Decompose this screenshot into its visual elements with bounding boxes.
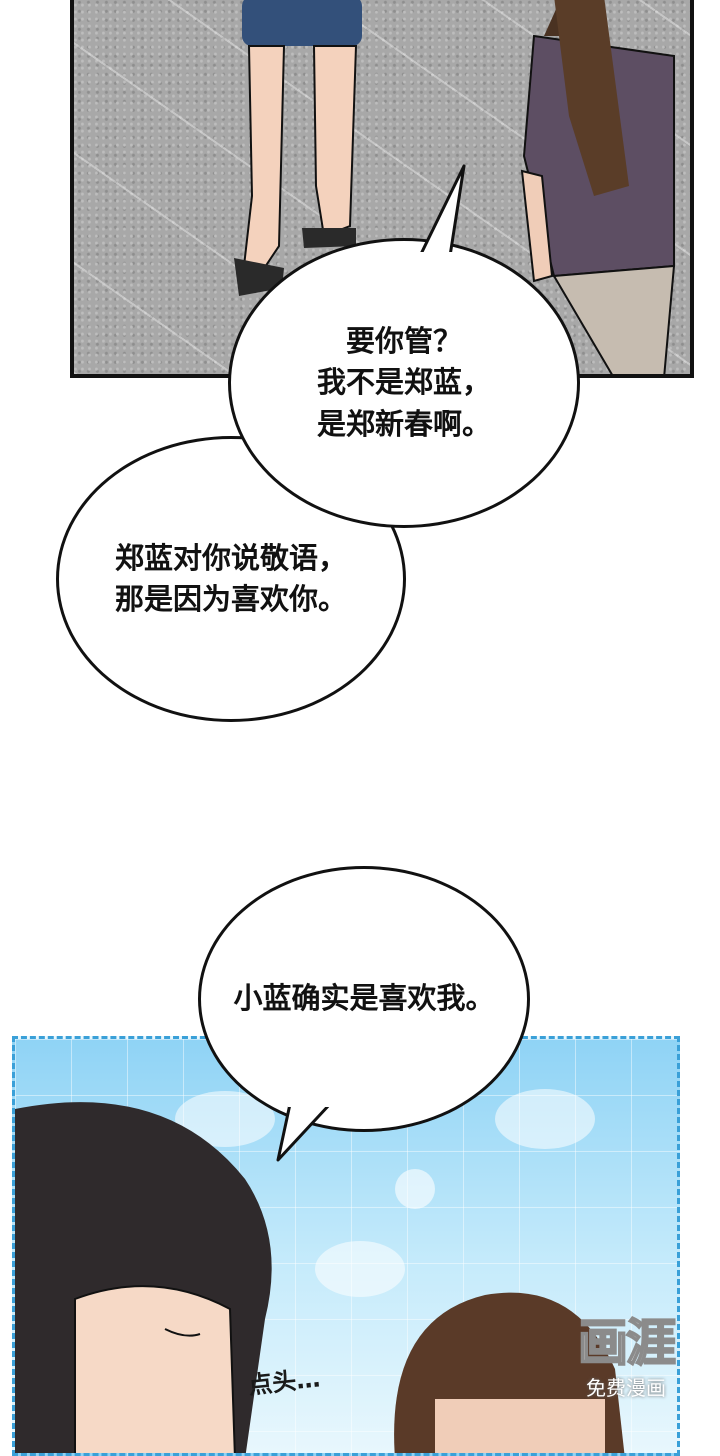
watermark: 画涯 免费漫画 (562, 1314, 690, 1401)
closed-eye (164, 1328, 201, 1337)
long-hair (554, 0, 629, 196)
right-character-face (435, 1399, 605, 1453)
doodle-puppy-1 (175, 1091, 275, 1147)
watermark-subtitle: 免费漫画 (586, 1376, 666, 1400)
speech-text-1: 要你管？ 我不是郑蓝， 是郑新春啊。 (316, 324, 491, 441)
speech-bubble-3: 小蓝确实是喜欢我。 (198, 866, 530, 1132)
bubble-1-tail (418, 164, 466, 260)
doodle-star (395, 1169, 435, 1209)
right-leg (312, 45, 358, 238)
left-leg (242, 45, 286, 278)
characters-art (15, 1089, 625, 1453)
sfx-nod: 点头… (246, 1364, 322, 1400)
speech-text-2: 郑蓝对你说敬语， 那是因为喜欢你。 (114, 540, 347, 616)
arm (520, 169, 554, 283)
left-character-face (74, 1285, 236, 1453)
top-comic-panel (70, 0, 694, 378)
speech-text-3: 小蓝确实是喜欢我。 (233, 981, 495, 1016)
doodle-puppy-3 (315, 1241, 405, 1297)
speech-bubble-1: 要你管？ 我不是郑蓝， 是郑新春啊。 (228, 238, 580, 528)
doodle-puppy-2 (495, 1089, 595, 1149)
shorts (242, 0, 362, 46)
watermark-logo: 画涯 (577, 1314, 677, 1372)
bottom-comic-panel (12, 1036, 680, 1456)
bubble-3-tail (276, 1100, 332, 1162)
street-scene-art (234, 0, 676, 374)
sandal-right (302, 228, 356, 248)
pants (552, 264, 676, 374)
